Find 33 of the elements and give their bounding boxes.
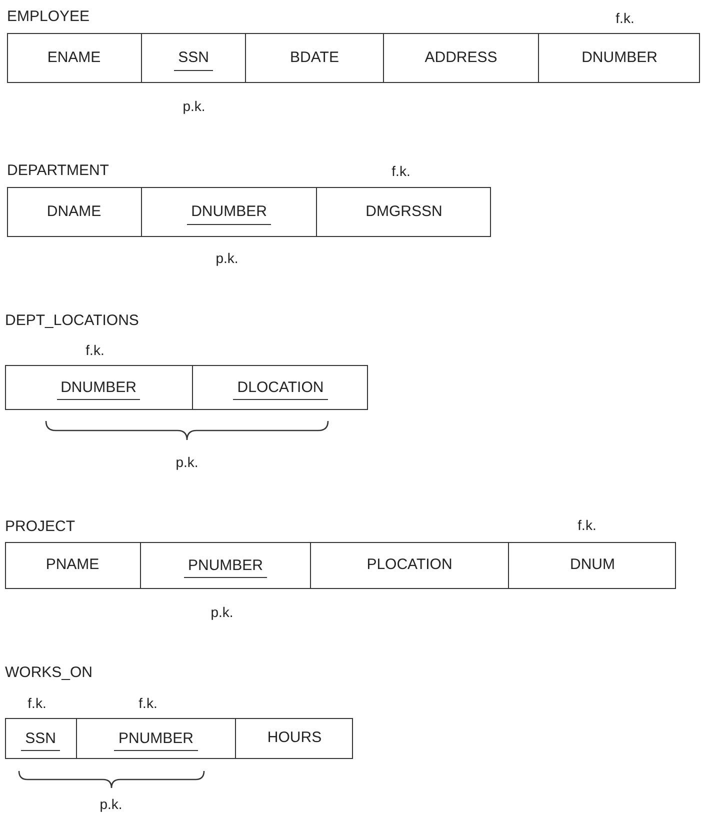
key-annotation: f.k. [578, 518, 596, 532]
key-annotation: p.k. [176, 455, 198, 469]
key-annotation: p.k. [182, 99, 206, 113]
relation-name: DEPT_LOCATIONS [5, 313, 139, 328]
attribute-name: PLOCATION [366, 556, 452, 575]
key-annotation: f.k. [28, 696, 46, 710]
relation-name: DEPARTMENT [7, 163, 109, 178]
key-annotation: p.k. [216, 251, 238, 265]
key-annotation: f.k. [392, 164, 410, 178]
key-annotation: f.k. [616, 11, 634, 25]
attribute-name: PNUMBER [184, 556, 267, 578]
attribute-name: DNUMBER [582, 48, 658, 68]
attribute-name: DNAME [46, 202, 102, 222]
attribute-name: BDATE [290, 48, 339, 68]
attribute-name: DNUMBER [56, 378, 140, 400]
attribute-name: DNUM [570, 556, 615, 575]
relation-name: EMPLOYEE [7, 9, 90, 24]
relation-name: PROJECT [5, 519, 76, 534]
attribute-name: DLOCATION [233, 378, 328, 400]
attribute-name: HOURS [267, 729, 322, 748]
attribute-name: SSN [174, 49, 213, 71]
key-annotation: p.k. [210, 605, 234, 619]
relation-name: WORKS_ON [5, 665, 93, 680]
attribute-name: PNUMBER [114, 730, 198, 752]
attribute-name: ADDRESS [424, 48, 498, 68]
attribute-name: ENAME [47, 48, 101, 68]
key-annotation: p.k. [100, 797, 122, 811]
attribute-name: PNAME [46, 556, 100, 575]
key-annotation: f.k. [86, 343, 104, 357]
attribute-name: DMGRSSN [366, 202, 442, 222]
attribute-name: DNUMBER [187, 203, 271, 225]
attribute-name: SSN [21, 730, 60, 752]
key-annotation: f.k. [138, 696, 158, 710]
